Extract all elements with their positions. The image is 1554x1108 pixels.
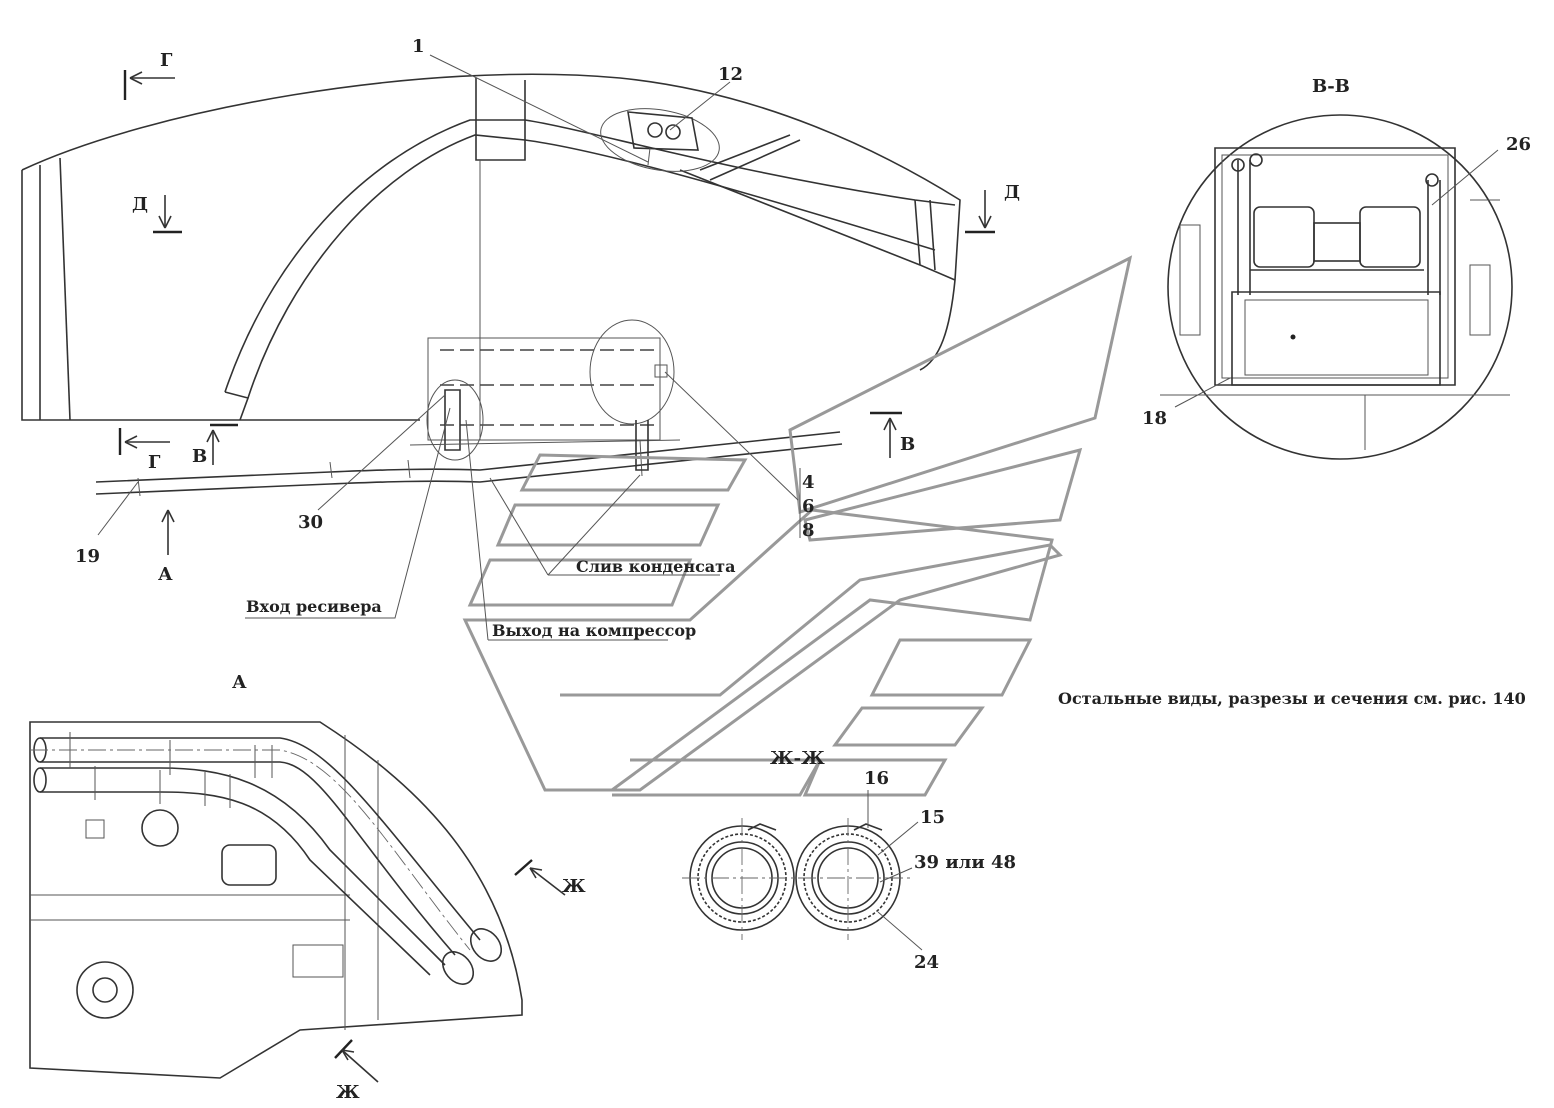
section-a-arrow: А bbox=[158, 564, 173, 585]
view-title-a: А bbox=[232, 672, 247, 693]
evaporator-unit bbox=[409, 319, 681, 461]
label-8: 8 bbox=[802, 520, 815, 541]
view-a bbox=[29, 721, 523, 1079]
pipe-19 bbox=[95, 420, 843, 497]
section-v-left: В bbox=[192, 446, 207, 467]
trim-plates bbox=[462, 255, 1133, 797]
label-19: 19 bbox=[75, 546, 100, 567]
zh-markers bbox=[334, 859, 566, 1083]
leader-lines bbox=[97, 54, 801, 641]
label-layer: 1 12 26 18 19 30 4 6 8 16 15 39 или 48 2… bbox=[75, 36, 1531, 1103]
callout-receiver-in: Вход ресивера bbox=[246, 597, 382, 616]
reference-note: Остальные виды, разрезы и сечения см. ри… bbox=[1058, 689, 1526, 708]
section-d-left: Д bbox=[132, 194, 148, 215]
section-d-right: Д bbox=[1004, 182, 1020, 203]
section-g-top: Г bbox=[160, 50, 173, 71]
callout-compressor-out: Выход на компрессор bbox=[492, 621, 696, 640]
label-16: 16 bbox=[864, 768, 889, 789]
label-39-or-48: 39 или 48 bbox=[914, 852, 1016, 873]
section-zhzh bbox=[682, 790, 923, 951]
section-zh-top: Ж bbox=[562, 876, 586, 897]
label-1: 1 bbox=[412, 36, 425, 57]
label-24: 24 bbox=[914, 952, 939, 973]
section-zh-bottom: Ж bbox=[336, 1082, 360, 1103]
view-vv bbox=[1160, 114, 1513, 460]
label-30: 30 bbox=[298, 512, 323, 533]
view-title-vv: В-В bbox=[1312, 76, 1350, 97]
section-g-bottom: Г bbox=[148, 452, 161, 473]
control-panel bbox=[600, 108, 720, 172]
section-v-right: В bbox=[900, 434, 915, 455]
label-26: 26 bbox=[1506, 134, 1531, 155]
view-title-zhzh: Ж-Ж bbox=[770, 748, 825, 769]
label-6: 6 bbox=[802, 496, 815, 517]
callout-condensate: Слив конденсата bbox=[576, 557, 735, 576]
label-12: 12 bbox=[718, 64, 743, 85]
section-markers bbox=[118, 70, 995, 555]
cab-main-view bbox=[21, 73, 961, 440]
label-18: 18 bbox=[1142, 408, 1167, 429]
label-4: 4 bbox=[802, 472, 815, 493]
label-15: 15 bbox=[920, 807, 945, 828]
